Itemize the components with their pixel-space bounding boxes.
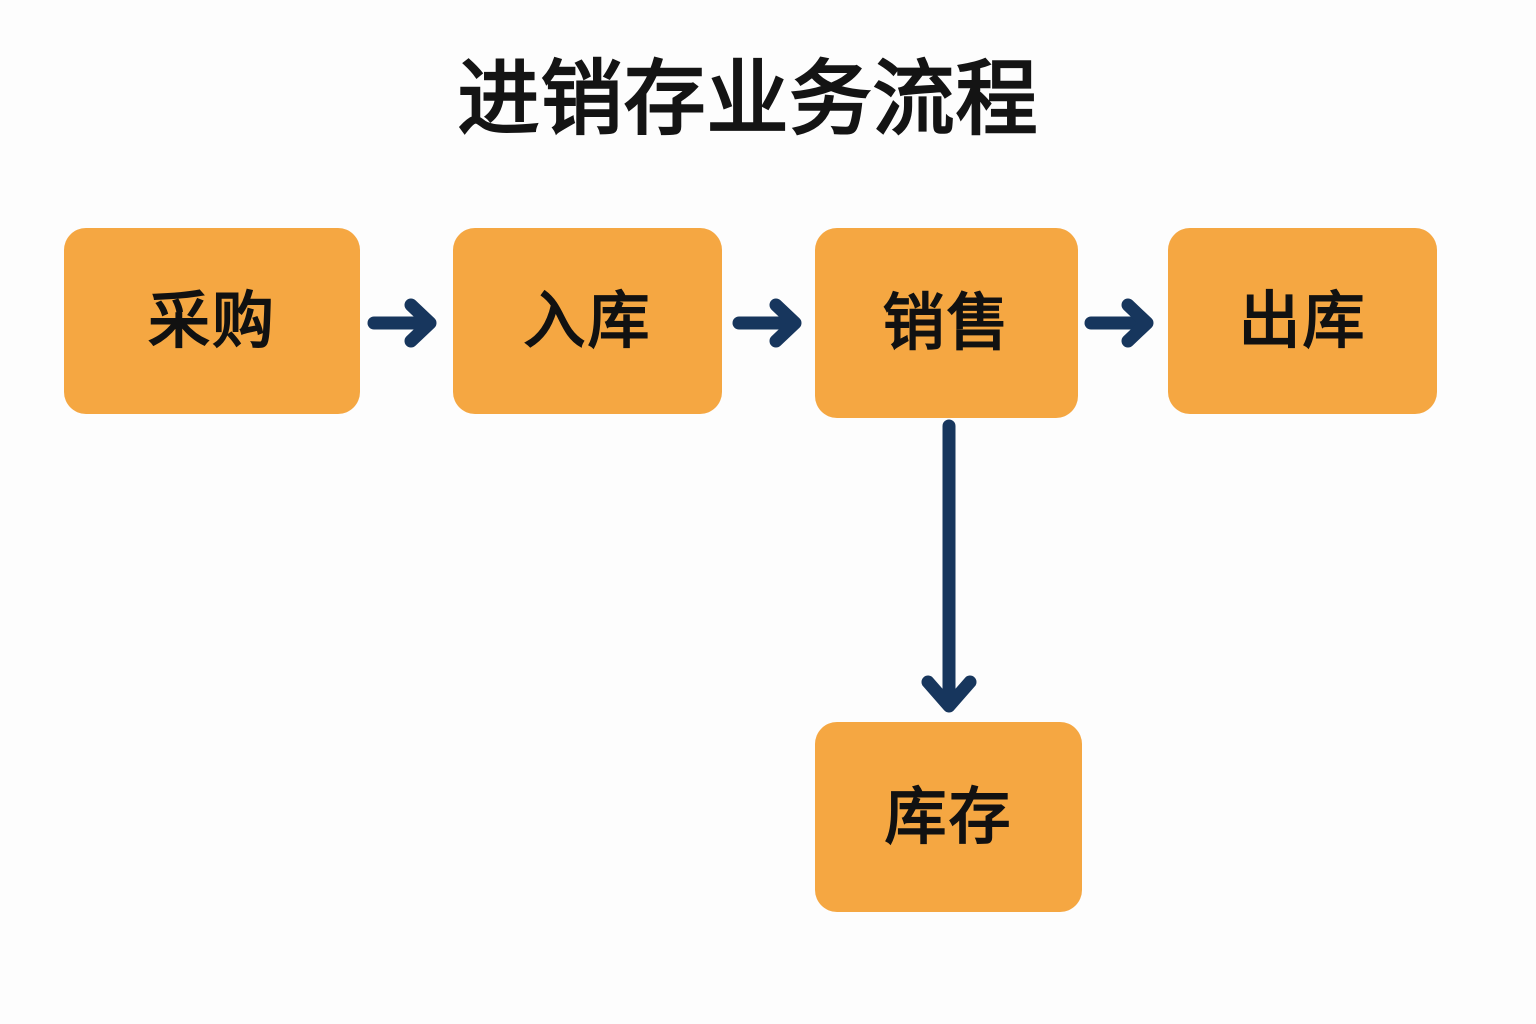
flow-node-label: 销售 [882,286,1011,359]
flow-node-label: 库存 [884,780,1013,853]
flow-node-sales[interactable]: 销售 [815,228,1078,418]
page-title: 进销存业务流程 [457,52,1039,147]
arrow-down-icon [906,418,992,720]
flow-node-label: 出库 [1238,284,1367,357]
flow-node-inbound[interactable]: 入库 [453,228,722,414]
flow-node-inventory[interactable]: 库存 [815,722,1082,912]
arrow-right-icon [1084,292,1161,354]
flow-node-label: 采购 [147,284,276,357]
flow-node-outbound[interactable]: 出库 [1168,228,1437,414]
flow-node-purchase[interactable]: 采购 [64,228,360,414]
arrow-right-icon [732,292,809,354]
flow-node-label: 入库 [523,284,652,357]
arrow-right-icon [367,292,444,354]
